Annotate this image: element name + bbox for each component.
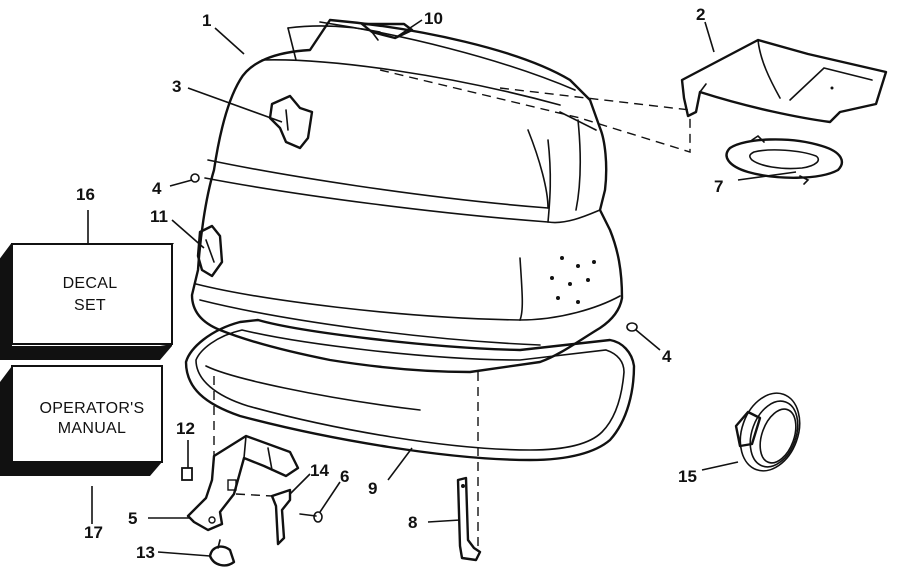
cable-assembly <box>734 392 801 472</box>
decal-set-box: DECAL SET <box>0 243 174 360</box>
support-bracket <box>186 376 300 532</box>
callout-8: 8 <box>408 513 417 532</box>
callout-4-right: 4 <box>662 347 672 366</box>
callout-2: 2 <box>696 5 705 24</box>
screw-right <box>626 322 638 332</box>
rear-cover <box>680 38 888 124</box>
motor-cover <box>190 18 691 374</box>
callout-5: 5 <box>128 509 137 528</box>
callout-13: 13 <box>136 543 155 562</box>
callout-9: 9 <box>368 479 377 498</box>
bottom-seal <box>184 318 636 462</box>
callout-numbers: 1 2 3 4 4 5 6 7 8 9 10 11 12 13 14 15 16… <box>76 5 723 562</box>
callout-10: 10 <box>424 9 443 28</box>
screw-left <box>190 173 200 183</box>
side-decal <box>196 224 224 278</box>
callout-11: 11 <box>150 207 168 226</box>
bolt <box>299 511 323 523</box>
vent-holes <box>550 256 596 304</box>
strap <box>270 488 292 546</box>
plug <box>208 539 236 567</box>
callout-6: 6 <box>340 467 349 486</box>
small-clip <box>181 467 193 481</box>
latch-strip <box>456 372 482 562</box>
cover-decal <box>268 94 314 150</box>
leader-lines <box>87 19 797 557</box>
callout-14: 14 <box>310 461 329 480</box>
manual-box-line1: OPERATOR'S <box>39 400 144 417</box>
operators-manual-box: OPERATOR'S MANUAL <box>0 365 163 476</box>
manual-box-line2: MANUAL <box>58 420 126 437</box>
decal-box-line2: SET <box>74 297 106 314</box>
callout-1: 1 <box>202 11 211 30</box>
callout-3: 3 <box>172 77 181 96</box>
callout-7: 7 <box>714 177 723 196</box>
grommet-plate <box>725 134 843 185</box>
callout-4-left: 4 <box>152 179 162 198</box>
latch-part <box>360 22 414 41</box>
decal-box-line1: DECAL <box>63 275 118 292</box>
callout-16: 16 <box>76 185 95 204</box>
callout-17: 17 <box>84 523 103 542</box>
callout-15: 15 <box>678 467 697 486</box>
callout-12: 12 <box>176 419 195 438</box>
